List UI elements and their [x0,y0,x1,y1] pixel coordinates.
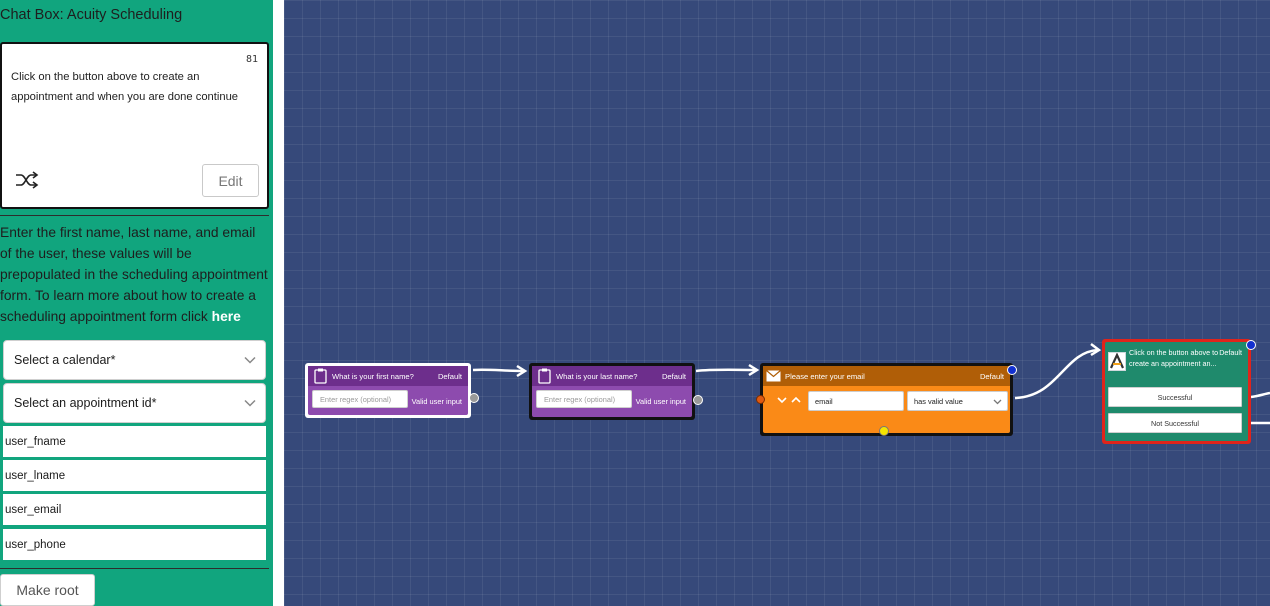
node-header: Please enter your email Default [763,366,1010,386]
email-field[interactable] [3,494,266,525]
description-link[interactable]: here [211,309,241,324]
connection-wires [472,343,1270,425]
condition-select[interactable]: has valid value [907,391,1008,411]
node-body: What is your last name? Default Valid us… [532,366,692,417]
calendar-select[interactable]: Select a calendar* [3,340,266,380]
message-text[interactable]: Click on the button above to create an a… [11,71,239,103]
first-name-field[interactable] [3,426,266,457]
description-body: Enter the first name, last name, and ema… [0,225,268,324]
node-question: What is your last name? [556,372,638,381]
bottom-port[interactable] [879,426,889,436]
node-default-label: Default [437,372,462,381]
node-editor-panel: Chat Box: Acuity Scheduling 81 Click on … [0,0,273,606]
node-default-label: Default [1219,348,1242,357]
appointment-select-label: Select an appointment id* [14,396,157,410]
wire-acuity-out-1 [1250,391,1270,399]
node-header: What is your first name? Default [308,366,468,386]
variable-input[interactable] [808,391,904,411]
arrow-icon [748,363,760,377]
node-question: Please enter your email [785,372,865,381]
flow-canvas[interactable]: What is your first name? Default Valid u… [284,0,1270,606]
node-body: Click on the button above to create an a… [1105,342,1248,441]
clipboard-icon [538,368,551,384]
chevron-down-icon[interactable] [776,396,788,404]
last-name-node[interactable]: What is your last name? Default Valid us… [529,363,703,420]
regex-input[interactable] [312,390,408,408]
wire-last-to-email [695,368,757,373]
chevron-down-icon [244,399,256,407]
clipboard-icon [314,368,327,384]
phone-field[interactable] [3,529,266,560]
output-port[interactable] [1246,340,1256,350]
node-default-label: Default [979,372,1004,381]
output-port[interactable] [693,395,703,405]
acuity-logo [1108,352,1126,371]
node-question: What is your first name? [332,372,414,381]
first-name-node[interactable]: What is your first name? Default Valid u… [305,363,479,418]
valid-input-label: Valid user input [635,397,686,406]
envelope-icon [766,370,781,382]
description-text: Enter the first name, last name, and ema… [0,222,270,327]
input-port[interactable] [756,395,765,404]
shuffle-icon[interactable] [14,170,40,190]
wire-email-to-acuity [1014,348,1099,400]
arrow-icon [516,364,528,378]
appointment-select[interactable]: Select an appointment id* [3,383,266,423]
acuity-scheduling-node[interactable]: Click on the button above to create an a… [1102,339,1256,444]
regex-input[interactable] [536,390,632,408]
wire-first-to-last [472,368,525,373]
divider [0,215,269,216]
output-port[interactable] [1007,365,1017,375]
condition-label: has valid value [914,397,963,406]
divider [0,568,269,569]
chevron-up-icon[interactable] [790,396,802,404]
node-title: Click on the button above to create an a… [1129,348,1219,368]
node-body: What is your first name? Default Valid u… [308,366,468,415]
edit-button[interactable]: Edit [202,164,259,197]
email-node[interactable]: Please enter your email Default has vali… [756,363,1017,436]
node-header: What is your last name? Default [532,366,692,386]
not-successful-option[interactable]: Not Successful [1108,413,1242,433]
calendar-select-label: Select a calendar* [14,353,116,367]
chevron-down-icon [244,356,256,364]
last-name-field[interactable] [3,460,266,491]
node-body: Please enter your email Default has vali… [763,366,1010,433]
panel-title: Chat Box: Acuity Scheduling [0,7,183,23]
character-count: 81 [245,54,258,65]
valid-input-label: Valid user input [411,397,462,406]
make-root-button[interactable]: Make root [0,574,95,606]
arrow-icon [1090,343,1102,357]
output-port[interactable] [469,393,479,403]
node-default-label: Default [661,372,686,381]
message-box[interactable]: 81 Click on the button above to create a… [0,42,269,209]
successful-option[interactable]: Successful [1108,387,1242,407]
chevron-down-icon [993,399,1002,405]
